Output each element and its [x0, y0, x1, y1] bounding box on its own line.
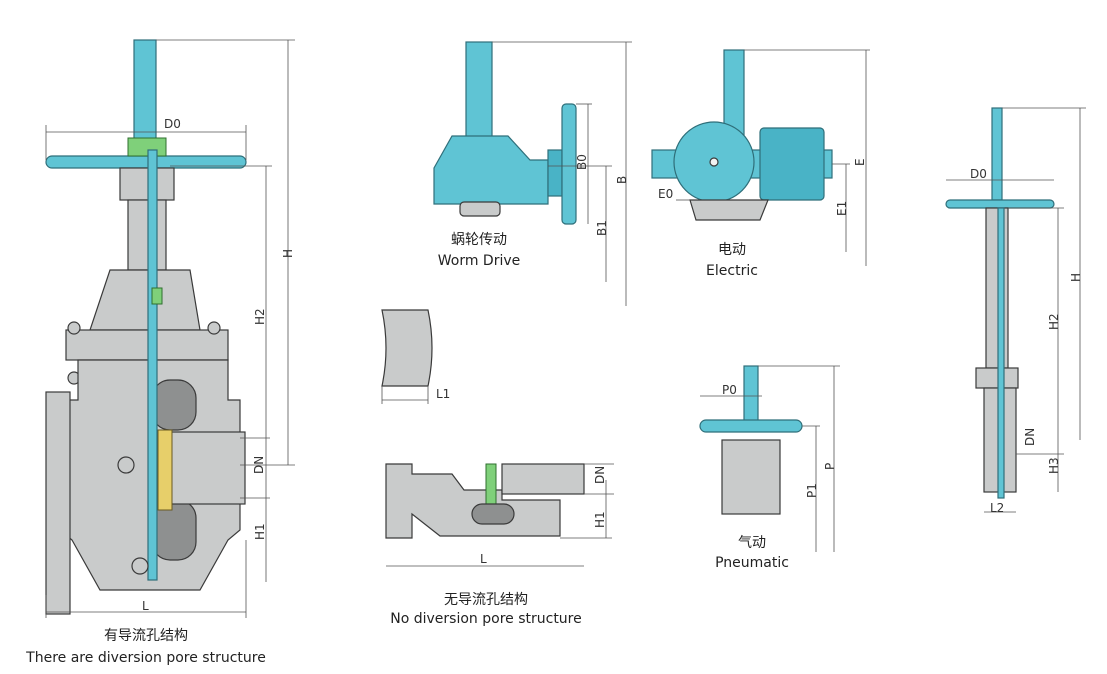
- seat: [157, 429, 173, 511]
- worm-stem: [465, 41, 493, 138]
- yoke-nut: [127, 137, 167, 157]
- stem-top: [133, 39, 157, 146]
- flange-left: [45, 391, 71, 615]
- worm-gearbox: [433, 135, 549, 205]
- bonnet: [89, 269, 201, 331]
- dim-p: P: [823, 463, 837, 470]
- electric-housing: [759, 127, 825, 201]
- worm-handwheel: [561, 103, 577, 225]
- diversion-hole: [117, 456, 135, 474]
- side-yoke: [985, 207, 1009, 369]
- view-with-diversion: D0 H H2 DN H1 L 有导流孔结构 There are diversi…: [25, 39, 295, 666]
- dim-b: B: [615, 176, 629, 184]
- side-dim-h: H: [1069, 273, 1083, 282]
- dim-p1: P1: [805, 483, 819, 498]
- view-pneumatic: P0 P P1 气动 Pneumatic: [699, 365, 840, 571]
- dim-p0: P0: [722, 383, 737, 397]
- worm-shaft: [547, 149, 563, 197]
- caption-pneumatic-cn: 气动: [738, 535, 766, 551]
- dim-dn: DN: [252, 456, 266, 474]
- side-dim-d0: D0: [970, 167, 987, 181]
- side-stem: [991, 107, 1003, 201]
- no-div-dim-l: L: [480, 552, 487, 566]
- gate-cavity-upper: [151, 379, 197, 431]
- no-div-dim-h1: H1: [593, 511, 607, 528]
- no-div-dim-dn: DN: [593, 466, 607, 484]
- dim-e: E: [853, 158, 867, 166]
- caption-electric-cn: 电动: [718, 242, 746, 258]
- yoke-top: [119, 167, 175, 201]
- dim-l1: L1: [436, 387, 450, 401]
- caption-with-diversion-en: There are diversion pore structure: [25, 650, 266, 666]
- side-dim-l2: L2: [990, 501, 1004, 515]
- dim-e1: E1: [835, 201, 849, 216]
- view-side: D0 H H2 DN H3 L2: [945, 107, 1086, 515]
- side-dim-h3: H3: [1047, 457, 1061, 474]
- side-dim-h2: H2: [1047, 313, 1061, 330]
- dim-d0: D0: [164, 117, 181, 131]
- yoke: [127, 199, 167, 271]
- gate-plate: [147, 149, 158, 581]
- side-handwheel: [945, 199, 1055, 209]
- view-worm-drive: B B0 B1 蜗轮传动 Worm Drive: [433, 41, 632, 306]
- side-gate: [997, 207, 1005, 499]
- dim-e0: E0: [658, 187, 673, 201]
- caption-worm-en: Worm Drive: [438, 253, 521, 269]
- caption-with-diversion-cn: 有导流孔结构: [104, 628, 188, 644]
- port-right: [164, 431, 246, 505]
- caption-no-div-cn: 无导流孔结构: [444, 592, 528, 608]
- pneumatic-cylinder: [721, 439, 781, 515]
- dim-l: L: [142, 599, 149, 613]
- bonnet-flange: [65, 329, 229, 361]
- dim-h2: H2: [253, 308, 267, 325]
- view-l1-section: L1: [381, 309, 450, 404]
- view-no-diversion: DN H1 L 无导流孔结构 No diversion pore structu…: [385, 463, 614, 627]
- view-electric: E E1 E0 电动 Electric: [651, 49, 870, 279]
- l1-section-block: [381, 309, 433, 387]
- caption-no-div-en: No diversion pore structure: [390, 611, 582, 627]
- dim-h1: H1: [253, 523, 267, 540]
- dim-h: H: [281, 249, 295, 258]
- no-div-gate: [485, 463, 497, 511]
- dim-b1: B1: [595, 220, 609, 236]
- side-dim-dn: DN: [1023, 428, 1037, 446]
- no-div-port: [501, 463, 585, 495]
- dim-b0: B0: [575, 154, 589, 170]
- no-div-body: [385, 463, 561, 539]
- pneumatic-handwheel: [699, 419, 803, 433]
- caption-worm-cn: 蜗轮传动: [451, 232, 507, 248]
- caption-pneumatic-en: Pneumatic: [715, 555, 789, 571]
- caption-electric-en: Electric: [706, 263, 758, 279]
